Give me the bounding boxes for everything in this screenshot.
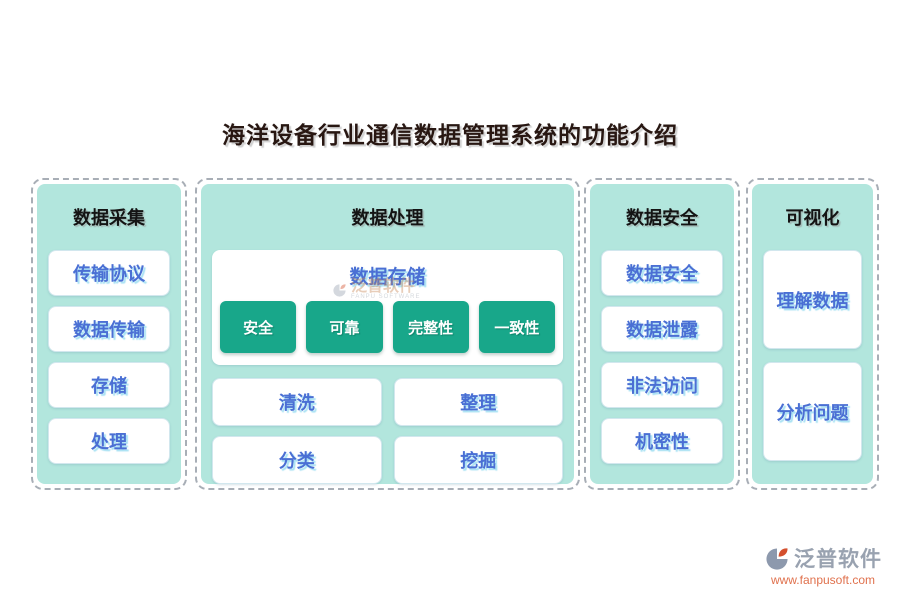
storage-attribute-node: 一致性 — [478, 301, 555, 353]
brand-logo: 泛普软件 www.fanpusoft.com — [764, 546, 882, 587]
diagram-node: 数据安全 — [601, 250, 723, 296]
diagram-node: 数据传输 — [48, 306, 170, 352]
diagram-node: 理解数据 — [763, 250, 862, 349]
diagram-node: 挖掘 — [393, 436, 563, 484]
page-title: 海洋设备行业通信数据管理系统的功能介绍 — [222, 123, 678, 148]
brand-logo-row: 泛普软件 — [764, 546, 882, 572]
column-fill: 数据采集 传输协议 数据传输 存储 处理 — [37, 184, 181, 484]
diagram-node: 机密性 — [601, 418, 723, 464]
diagram-node: 非法访问 — [601, 362, 723, 408]
processing-grid: 清洗 整理 分类 挖掘 — [212, 378, 563, 484]
column-fill: 可视化 理解数据 分析问题 — [752, 184, 873, 484]
column-fill: 数据处理 数据存储 安全 可靠 完整性 一致性 清洗 整理 分类 挖掘 — [201, 184, 574, 484]
storage-title: 数据存储 — [349, 267, 426, 288]
column-visualization: 可视化 理解数据 分析问题 — [746, 178, 879, 490]
brand-name: 泛普软件 — [794, 547, 882, 571]
column-header: 可视化 — [785, 208, 840, 228]
diagram-node: 处理 — [48, 418, 170, 464]
diagram-node: 清洗 — [212, 378, 382, 426]
storage-attribute-node: 可靠 — [306, 301, 383, 353]
column-data-security: 数据安全 数据安全 数据泄露 非法访问 机密性 — [584, 178, 740, 490]
brand-url: www.fanpusoft.com — [770, 573, 876, 587]
storage-attribute-node: 安全 — [220, 301, 297, 353]
column-header: 数据采集 — [73, 208, 145, 228]
column-data-processing: 数据处理 数据存储 安全 可靠 完整性 一致性 清洗 整理 分类 挖掘 — [195, 178, 580, 490]
storage-subpanel: 数据存储 安全 可靠 完整性 一致性 — [212, 250, 563, 365]
column-header: 数据处理 — [351, 208, 424, 228]
storage-button-row: 安全 可靠 完整性 一致性 — [220, 301, 555, 353]
diagram-node: 分类 — [212, 436, 382, 484]
column-header: 数据安全 — [626, 208, 698, 228]
storage-attribute-node: 完整性 — [392, 301, 469, 353]
diagram-node: 传输协议 — [48, 250, 170, 296]
diagram-node: 整理 — [393, 378, 563, 426]
diagram-node: 数据泄露 — [601, 306, 723, 352]
column-fill: 数据安全 数据安全 数据泄露 非法访问 机密性 — [590, 184, 734, 484]
diagram-node: 分析问题 — [763, 362, 862, 461]
fanpu-logo-icon — [766, 548, 788, 570]
diagram-node: 存储 — [48, 362, 170, 408]
column-data-collection: 数据采集 传输协议 数据传输 存储 处理 — [31, 178, 187, 490]
